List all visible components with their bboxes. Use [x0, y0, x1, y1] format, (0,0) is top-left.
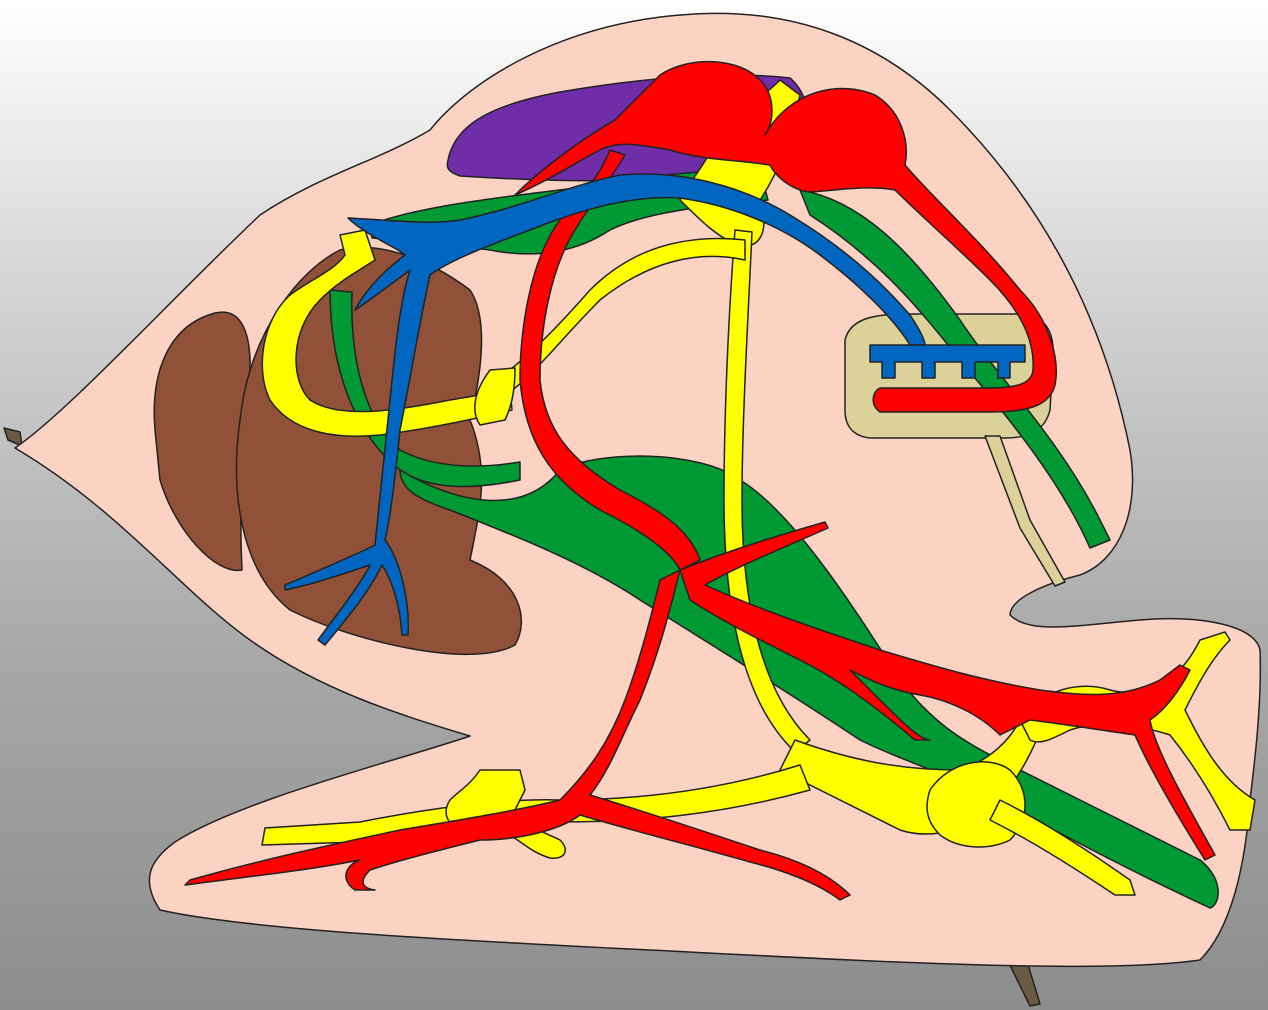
shell-tip-left [4, 428, 22, 446]
